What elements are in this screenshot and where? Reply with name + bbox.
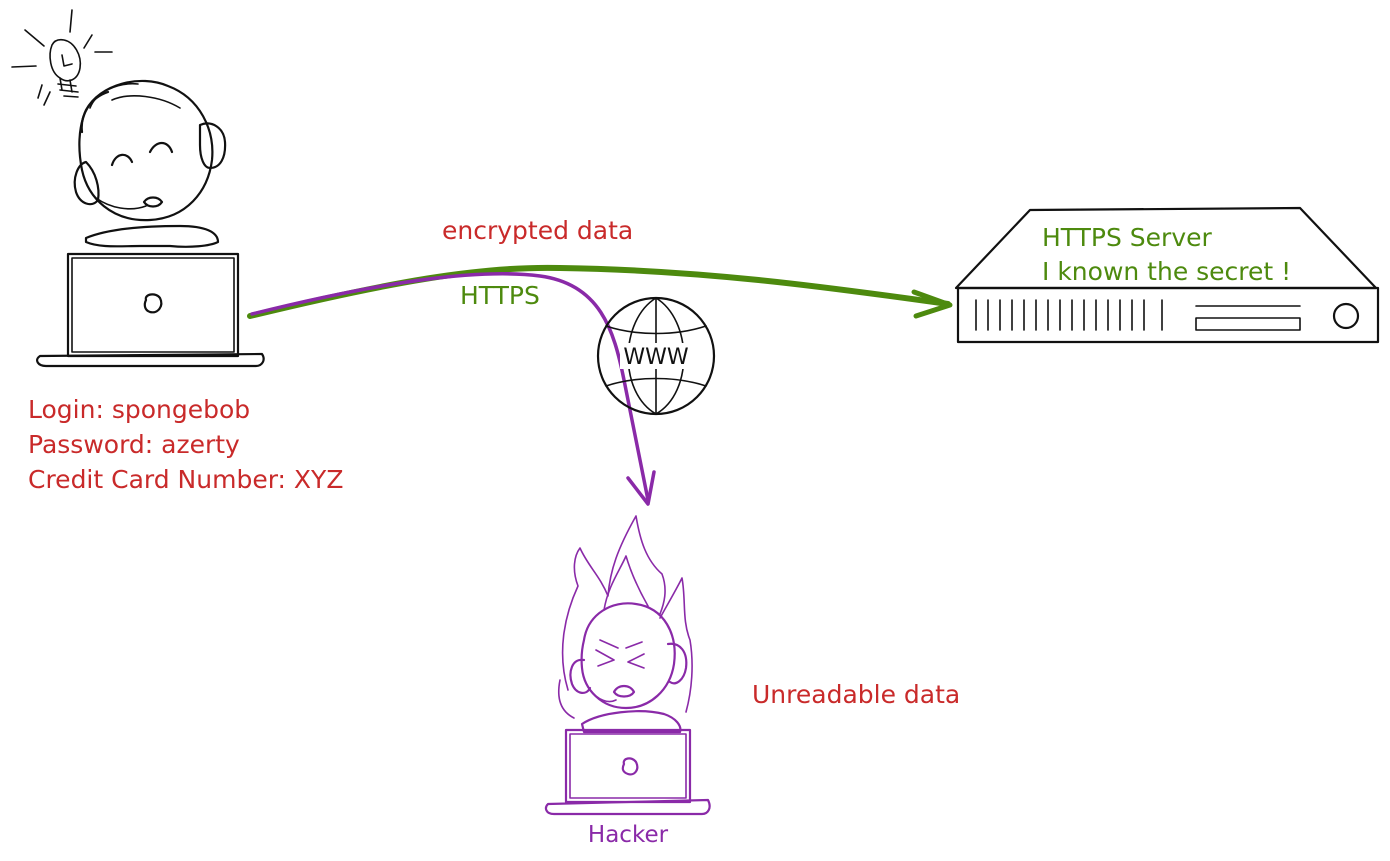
user-headset-icon (73, 79, 227, 248)
www-label: WWW (623, 345, 689, 370)
flames-icon (558, 515, 693, 719)
encrypted-data-label: encrypted data (442, 216, 633, 245)
lightbulb-icon (11, 9, 113, 106)
https-protocol-label: HTTPS (460, 281, 540, 310)
laptop-icon (36, 252, 265, 368)
credential-login: Login: spongebob (28, 395, 250, 424)
hacker-laptop-icon (544, 728, 711, 816)
server-subtitle: I known the secret ! (1042, 257, 1291, 286)
server-rack-icon (954, 206, 1380, 344)
interception-purple-arrow (250, 272, 656, 506)
server-title: HTTPS Server (1042, 223, 1212, 252)
hacker-label: Hacker (588, 822, 669, 848)
globe-www-icon: WWW (596, 296, 716, 416)
credential-password: Password: azerty (28, 430, 240, 459)
angry-hacker-icon (569, 602, 688, 734)
credential-credit-card: Credit Card Number: XYZ (28, 465, 343, 494)
unreadable-data-label: Unreadable data (752, 680, 960, 709)
user-credentials: Login: spongebob Password: azerty Credit… (28, 395, 343, 494)
